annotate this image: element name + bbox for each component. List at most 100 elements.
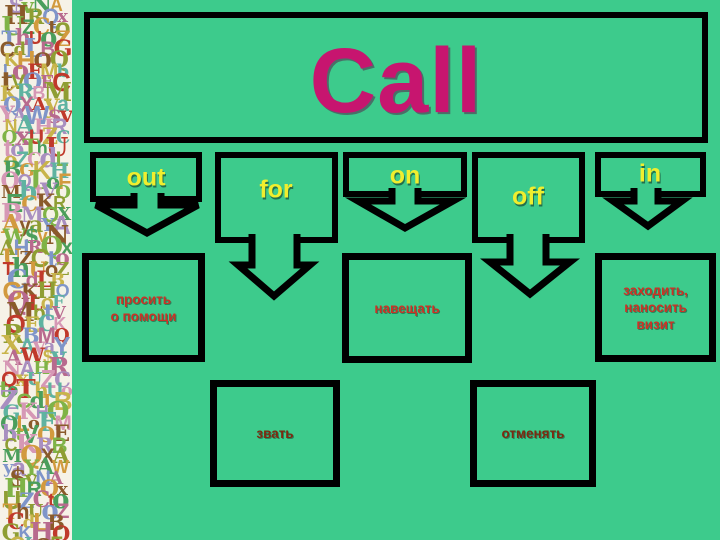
pattern-letter: A — [52, 443, 70, 469]
callout-on — [343, 152, 467, 233]
pattern-letter: U — [45, 133, 69, 163]
pattern-letter: K — [32, 155, 52, 185]
pattern-letter: C — [32, 14, 51, 40]
pattern-letter: K — [35, 190, 56, 216]
pattern-letter: X — [1, 331, 22, 361]
pattern-letter: A — [49, 468, 64, 489]
pattern-letter: B — [53, 386, 72, 416]
pattern-letter: E — [5, 188, 24, 218]
pattern-letter: F — [27, 59, 43, 84]
pattern-letter: F — [50, 534, 63, 540]
pattern-letter: o — [44, 257, 59, 282]
pattern-letter: G — [2, 400, 21, 425]
pattern-letter: U — [28, 257, 47, 282]
pattern-letter: B — [51, 433, 68, 458]
pattern-letter: O — [5, 309, 26, 339]
pattern-letter: L — [33, 507, 50, 537]
pattern-letter: K — [53, 314, 67, 334]
pattern-letter: N — [4, 116, 18, 136]
pattern-letter: K — [0, 81, 19, 106]
pattern-letter: U — [28, 126, 44, 149]
pattern-letter: Q — [39, 476, 60, 502]
pattern-letter: t — [48, 17, 57, 38]
preposition-label-on: on — [389, 161, 421, 190]
callout-off — [472, 152, 585, 299]
pattern-letter: A — [0, 235, 16, 260]
pattern-letter: C — [37, 311, 56, 337]
pattern-letter: U — [2, 485, 22, 515]
pattern-letter: Z — [19, 488, 35, 513]
pattern-letter: Q — [0, 411, 19, 436]
pattern-letter: x — [15, 122, 31, 152]
pattern-letter: K — [20, 279, 39, 304]
pattern-letter: Y — [0, 102, 15, 128]
page-title: Call — [309, 30, 483, 132]
callout-on-arrow — [344, 188, 467, 233]
pattern-letter: x — [61, 236, 72, 259]
pattern-letter: T — [2, 499, 19, 524]
pattern-letter: o — [52, 485, 70, 515]
pattern-letter: L — [24, 34, 43, 64]
pattern-letter: x — [15, 366, 29, 392]
pattern-letter: b — [1, 421, 18, 447]
pattern-letter: T — [16, 375, 36, 405]
pattern-letter: Q — [7, 287, 30, 317]
pattern-letter: b — [18, 177, 38, 207]
preposition-label-in: in — [638, 159, 662, 188]
pattern-letter: A — [32, 94, 47, 115]
pattern-letter: t — [3, 133, 13, 163]
pattern-letter: C — [16, 390, 32, 413]
pattern-letter: a — [43, 336, 56, 357]
pattern-letter: Y — [53, 331, 71, 361]
pattern-letter: C — [30, 243, 50, 273]
pattern-letter: A — [5, 345, 23, 370]
pattern-letter: y — [44, 89, 60, 119]
pattern-letter: O — [46, 397, 70, 427]
pattern-letter: F — [52, 292, 65, 313]
pattern-letter: o — [41, 496, 59, 526]
pattern-letter: G — [53, 36, 72, 62]
pattern-letter: v — [25, 466, 38, 491]
pattern-letter: Q — [42, 202, 60, 227]
pattern-letter: H — [49, 158, 70, 183]
pattern-letter: C — [6, 265, 28, 295]
pattern-letter: R — [48, 353, 70, 383]
pattern-letter: t — [48, 490, 55, 510]
pattern-letter: L — [55, 148, 69, 171]
callout-out — [90, 152, 202, 237]
pattern-letter: E — [53, 421, 71, 447]
pattern-letter: B — [49, 270, 66, 291]
pattern-letter: G — [1, 520, 21, 540]
pattern-letter: V — [21, 419, 39, 449]
meaning-box-call-off: отменять — [470, 380, 596, 487]
pattern-letter: y — [19, 214, 31, 237]
meaning-line: о помощи — [110, 308, 177, 324]
pattern-letter: R — [2, 320, 24, 350]
pattern-letter: Y — [23, 455, 39, 480]
callout-off-box — [472, 152, 585, 243]
pattern-letter: K — [18, 399, 38, 425]
pattern-letter: h — [14, 25, 31, 51]
pattern-letter: a — [28, 212, 44, 238]
pattern-letter: O — [23, 69, 43, 95]
pattern-letter: v — [60, 102, 72, 128]
pattern-letter: R — [36, 433, 54, 458]
pattern-letter: B — [47, 510, 65, 535]
pattern-letter: $ — [42, 347, 53, 367]
pattern-letter: G — [2, 276, 23, 306]
pattern-letter: K — [15, 430, 39, 460]
pattern-letter: a — [57, 93, 69, 116]
pattern-letter: $ — [47, 103, 63, 128]
pattern-letter: M — [2, 446, 23, 467]
pattern-letter: Q — [1, 127, 18, 148]
pattern-letter: C — [4, 435, 18, 455]
pattern-letter: U — [27, 501, 44, 522]
pattern-letter: v — [21, 0, 34, 18]
pattern-letter: M — [20, 202, 45, 227]
pattern-letter: b — [56, 61, 70, 82]
pattern-letter: v — [50, 342, 67, 372]
pattern-letter: C — [7, 509, 25, 535]
pattern-letter: y — [2, 457, 14, 478]
pattern-letter: C — [56, 127, 71, 148]
